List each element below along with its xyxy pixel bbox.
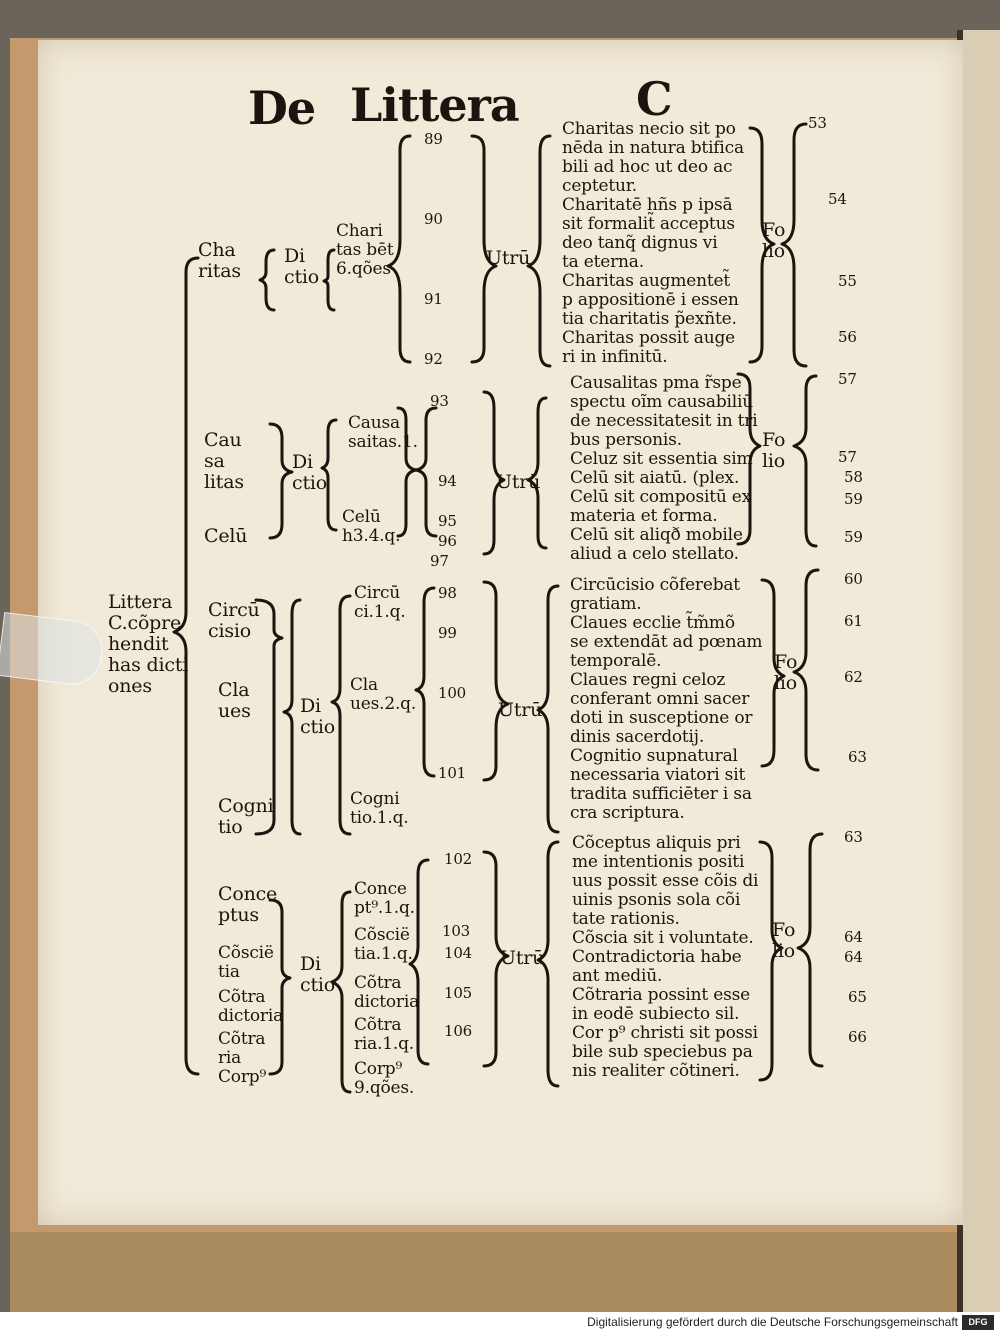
g1-folio-1: 54 (828, 192, 847, 207)
tree-braces (38, 40, 963, 1225)
g4-utrum: Utrū (500, 948, 544, 969)
g1-num-3: 92 (424, 352, 443, 367)
g3-ref-2: Cogni tio.1.q. (350, 790, 409, 828)
g4-folio-4: 66 (848, 1030, 867, 1045)
g4-word-3: Cõtra ria (218, 1030, 265, 1068)
g1-folio: Fo lio (762, 220, 785, 262)
g3-ref-0: Circū ci.1.q. (354, 584, 405, 622)
g2-num-3: 96 (438, 534, 457, 549)
g4-folio-2: 64 (844, 950, 863, 965)
g2-num-1: 94 (438, 474, 457, 489)
g3-num-2: 100 (438, 686, 466, 701)
g2-ref-0: Causa saitas.1. (348, 414, 418, 452)
g1-questions: Charitas necio sit po nēda in natura bti… (562, 120, 744, 367)
g4-word-1: Cõscië tia (218, 944, 274, 982)
g1-folio-0: 53 (808, 116, 827, 131)
dfg-logo-icon: DFG (962, 1315, 994, 1330)
g4-num-1: 103 (442, 924, 470, 939)
g4-folio: Fo lio (772, 920, 795, 962)
g4-num-4: 106 (444, 1024, 472, 1039)
g2-folio-1: 57 (838, 450, 857, 465)
g4-questions: Cõceptus aliquis pri me intentionis posi… (572, 834, 758, 1081)
g2-folio-3: 59 (844, 492, 863, 507)
g3-questions: Circūcisio cõferebat gratiam. Claues ecc… (570, 576, 762, 823)
g2-dictio: Di ctio (292, 452, 327, 494)
g2-questions: Causalitas pma r̃spe spectu oĩm causabil… (570, 374, 757, 564)
g4-num-2: 104 (444, 946, 472, 961)
g4-folio-3: 65 (848, 990, 867, 1005)
g2-ref-1: Celū h3.4.q. (342, 508, 400, 546)
g1-dictio: Di ctio (284, 246, 319, 288)
g4-folio-0: 63 (844, 830, 863, 845)
g2-word-0: Cau sa litas (204, 430, 244, 493)
g2-num-2: 95 (438, 514, 457, 529)
g1-num-1: 90 (424, 212, 443, 227)
g1-folio-2: 55 (838, 274, 857, 289)
g3-folio-3: 63 (848, 750, 867, 765)
g3-word-0: Circū cisio (208, 600, 260, 642)
facing-page-edge (963, 30, 1000, 1312)
g3-folio-2: 62 (844, 670, 863, 685)
g4-ref-3: Cõtra ria.1.q. (354, 1016, 414, 1054)
g1-folio-3: 56 (838, 330, 857, 345)
g3-folio-1: 61 (844, 614, 863, 629)
g1-word-0: Cha ritas (198, 240, 241, 282)
g4-ref-2: Cõtra dictoria (354, 974, 419, 1012)
g2-utrum: Utrū (496, 472, 540, 493)
g3-utrum: Utrū (498, 700, 542, 721)
g3-ref-1: Cla ues.2.q. (350, 676, 416, 714)
g3-num-0: 98 (438, 586, 457, 601)
cover-shadow (10, 1232, 1000, 1312)
g4-word-0: Conce ptus (218, 884, 277, 926)
g2-folio-4: 59 (844, 530, 863, 545)
g2-word-1: Celū (204, 526, 247, 547)
g3-folio-0: 60 (844, 572, 863, 587)
g2-num-0: 93 (430, 394, 449, 409)
g2-folio: Fo lio (762, 430, 785, 472)
g4-folio-1: 64 (844, 930, 863, 945)
g4-num-0: 102 (444, 852, 472, 867)
g4-ref-1: Cõscië tia.1.q. (354, 926, 413, 964)
g3-num-3: 101 (438, 766, 466, 781)
page: De Littera C Littera C.cõpre hendit has … (38, 40, 963, 1225)
g1-num-2: 91 (424, 292, 443, 307)
g4-word-4: Corp⁹ (218, 1068, 266, 1087)
g2-folio-0: 57 (838, 372, 857, 387)
footer-bar: Digitalisierung gefördert durch die Deut… (0, 1312, 1000, 1334)
g3-dictio: Di ctio (300, 696, 335, 738)
g3-num-1: 99 (438, 626, 457, 641)
g1-num-0: 89 (424, 132, 443, 147)
g3-folio: Fo lio (774, 652, 797, 694)
g2-num-4: 97 (430, 554, 449, 569)
g4-num-3: 105 (444, 986, 472, 1001)
g1-utrum: Utrū (486, 248, 530, 269)
g3-word-2: Cogni tio (218, 796, 273, 838)
footer-credit: Digitalisierung gefördert durch die Deut… (587, 1315, 958, 1329)
g4-ref-4: Corp⁹ 9.qões. (354, 1060, 414, 1098)
g4-ref-0: Conce pt⁹.1.q. (354, 880, 415, 918)
g4-dictio: Di ctio (300, 954, 335, 996)
g2-folio-2: 58 (844, 470, 863, 485)
g4-word-2: Cõtra dictoria (218, 988, 283, 1026)
g1-ref-0: Chari tas bēt 6.qões (336, 222, 393, 279)
g3-word-1: Cla ues (218, 680, 251, 722)
